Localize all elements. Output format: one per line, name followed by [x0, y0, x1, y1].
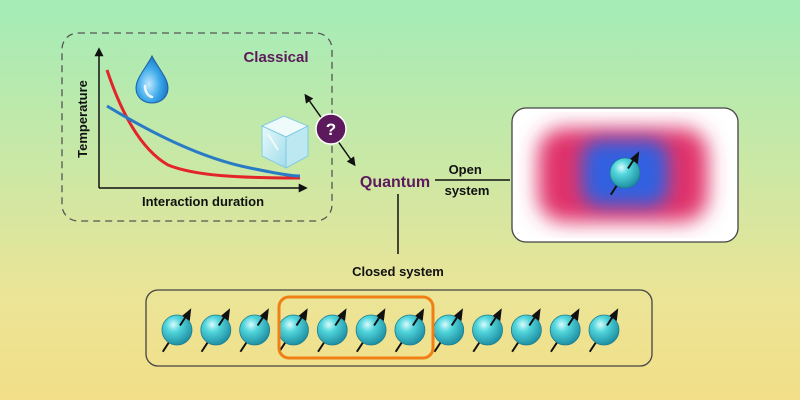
chain-spin-2 [200, 308, 232, 353]
chain-spin-3 [239, 308, 271, 353]
chain-spin-11 [549, 308, 581, 353]
chain-spin-6 [355, 308, 387, 353]
classical-label: Classical [243, 49, 308, 66]
chain-spin-1 [161, 308, 193, 353]
water-droplet-icon [135, 54, 169, 104]
chain-spin-7 [394, 308, 426, 353]
open-system-line-1: Open [449, 162, 482, 177]
chain-spin-5 [316, 308, 348, 353]
chain-spin-10 [510, 308, 542, 353]
ice-cube-icon [260, 115, 310, 169]
question-badge: ? [315, 113, 347, 145]
open-system-line-2: system [445, 183, 490, 198]
open-system-panel [511, 107, 739, 243]
closed-system-panel [145, 289, 653, 367]
chain-spin-4 [278, 308, 309, 353]
closed-system-label: Closed system [352, 264, 444, 279]
question-mark: ? [326, 120, 336, 139]
open-system-label: Open system [445, 162, 490, 198]
series-red-curve [105, 69, 301, 180]
highlight-box [277, 295, 435, 360]
chain-spin-9 [472, 308, 503, 353]
temperature-chart: Temperature Interaction duration [75, 47, 308, 209]
spin-chain [161, 308, 620, 353]
chain-spin-8 [433, 308, 465, 353]
y-axis-label: Temperature [75, 80, 90, 158]
spin-particle-icon [609, 151, 641, 196]
spin-particle [609, 151, 641, 196]
quantum-label: Quantum [360, 174, 430, 191]
chain-spin-12 [588, 308, 620, 353]
x-axis-label: Interaction duration [142, 194, 264, 209]
series-blue-curve [106, 104, 301, 178]
